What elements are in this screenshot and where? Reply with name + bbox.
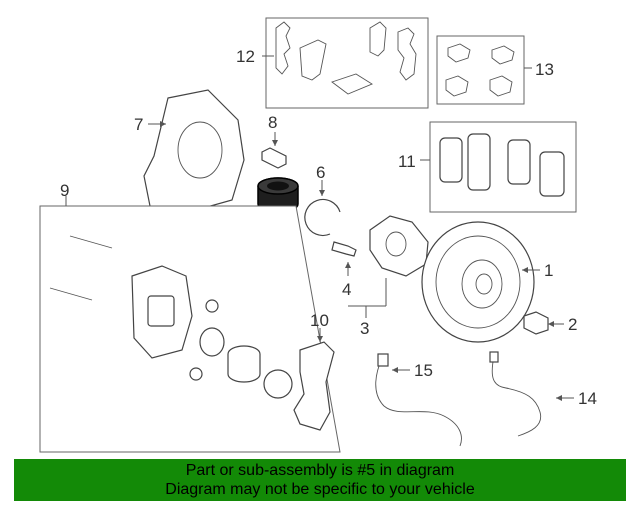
callout-1: 1 [544,261,553,280]
callout-10: 10 [310,311,329,330]
callout-13: 13 [535,60,554,79]
callout-14: 14 [578,389,597,408]
callout-8: 8 [268,113,277,132]
part-1-brake-rotor[interactable] [421,221,540,343]
part-6-snap-ring[interactable] [304,180,341,237]
part-13-clip-set[interactable] [436,35,532,105]
callout-3: 3 [360,319,369,338]
part-3-hub[interactable] [348,215,429,318]
part-10-caliper-bracket[interactable] [293,328,335,431]
callout-4: 4 [342,280,351,299]
part-8-bolt[interactable] [261,132,287,169]
callout-7: 7 [134,115,143,134]
part-15-abs-sensor[interactable] [375,353,462,447]
callout-9: 9 [60,181,69,200]
callout-12: 12 [236,47,255,66]
part-9-brake-caliper[interactable] [39,196,341,453]
callout-15: 15 [414,361,433,380]
part-7-dust-shield[interactable] [143,89,245,215]
callout-11: 11 [398,152,416,171]
callout-2: 2 [568,315,577,334]
banner-line-2: Diagram may not be specific to your vehi… [165,481,475,498]
callout-6: 6 [316,163,325,182]
info-banner: Part or sub-assembly is #5 in diagram Di… [14,459,626,501]
banner-line-1: Part or sub-assembly is #5 in diagram [185,462,455,479]
part-12-hardware-kit[interactable] [262,17,429,109]
part-2-hub-nut[interactable] [523,311,564,335]
part-14-abs-cable[interactable] [489,351,574,437]
part-4-wheel-stud[interactable] [331,241,357,276]
part-11-brake-pads[interactable] [420,121,577,213]
